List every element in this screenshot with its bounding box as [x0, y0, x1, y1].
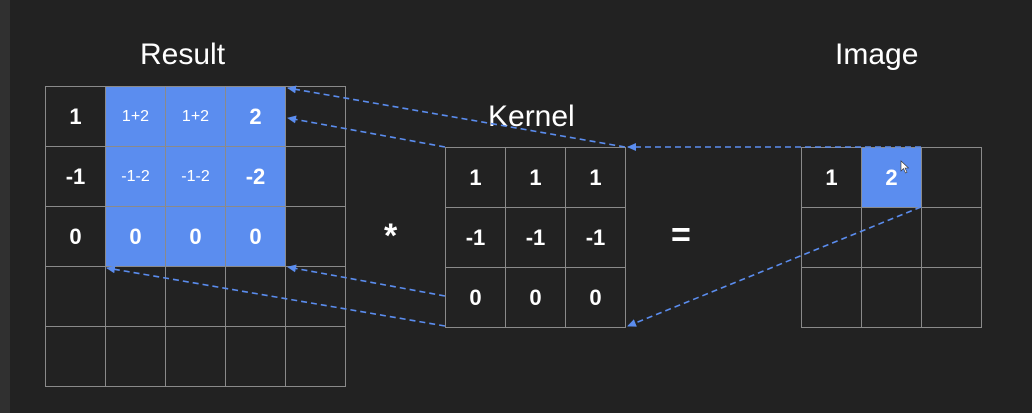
- result-cell-r2-c2: 0: [166, 207, 226, 267]
- kernel-cell-r1-c0: -1: [446, 208, 506, 268]
- image-cell-r2-c0: [802, 268, 862, 328]
- result-cell-r4-c2: [166, 327, 226, 387]
- result-cell-r2-c4: [286, 207, 346, 267]
- kernel-cell-r2-c1: 0: [506, 268, 566, 328]
- result-cell-r0-c3: 2: [226, 87, 286, 147]
- result-cell-r2-c1: 0: [106, 207, 166, 267]
- result-cell-r4-c1: [106, 327, 166, 387]
- result-cell-r0-c2: 1+2: [166, 87, 226, 147]
- image-cell-r0-c0: 1: [802, 148, 862, 208]
- image-cell-r2-c1: [862, 268, 922, 328]
- result-cell-r3-c2: [166, 267, 226, 327]
- result-cell-r4-c4: [286, 327, 346, 387]
- image-cell-r1-c1: [862, 208, 922, 268]
- result-cell-r0-c1: 1+2: [106, 87, 166, 147]
- kernel-cell-r1-c1: -1: [506, 208, 566, 268]
- image-cell-r0-c2: [922, 148, 982, 208]
- left-edge-strip: [0, 0, 10, 413]
- equals-operator: =: [671, 216, 691, 254]
- kernel-cell-r0-c1: 1: [506, 148, 566, 208]
- mouse-pointer-icon: [900, 160, 910, 174]
- kernel-cell-r1-c2: -1: [566, 208, 626, 268]
- result-cell-r1-c2: -1-2: [166, 147, 226, 207]
- kernel-cell-r2-c2: 0: [566, 268, 626, 328]
- kernel-cell-r0-c2: 1: [566, 148, 626, 208]
- result-title: Result: [140, 38, 226, 71]
- image-cell-r2-c2: [922, 268, 982, 328]
- result-cell-r4-c0: [46, 327, 106, 387]
- result-cell-r1-c3: -2: [226, 147, 286, 207]
- kernel-title: Kernel: [488, 100, 575, 133]
- result-cell-r2-c3: 0: [226, 207, 286, 267]
- result-cell-r1-c0: -1: [46, 147, 106, 207]
- image-title: Image: [835, 38, 919, 71]
- image-cell-r1-c0: [802, 208, 862, 268]
- result-cell-r3-c0: [46, 267, 106, 327]
- result-cell-r1-c1: -1-2: [106, 147, 166, 207]
- result-cell-r0-c4: [286, 87, 346, 147]
- result-cell-r2-c0: 0: [46, 207, 106, 267]
- kernel-cell-r2-c0: 0: [446, 268, 506, 328]
- convolve-operator: *: [384, 217, 398, 255]
- result-cell-r3-c1: [106, 267, 166, 327]
- image-cell-r1-c2: [922, 208, 982, 268]
- result-cell-r1-c4: [286, 147, 346, 207]
- result-cell-r3-c3: [226, 267, 286, 327]
- result-cell-r4-c3: [226, 327, 286, 387]
- image-cell-r0-c1: 2: [862, 148, 922, 208]
- result-cell-r3-c4: [286, 267, 346, 327]
- result-cell-r0-c0: 1: [46, 87, 106, 147]
- kernel-cell-r0-c0: 1: [446, 148, 506, 208]
